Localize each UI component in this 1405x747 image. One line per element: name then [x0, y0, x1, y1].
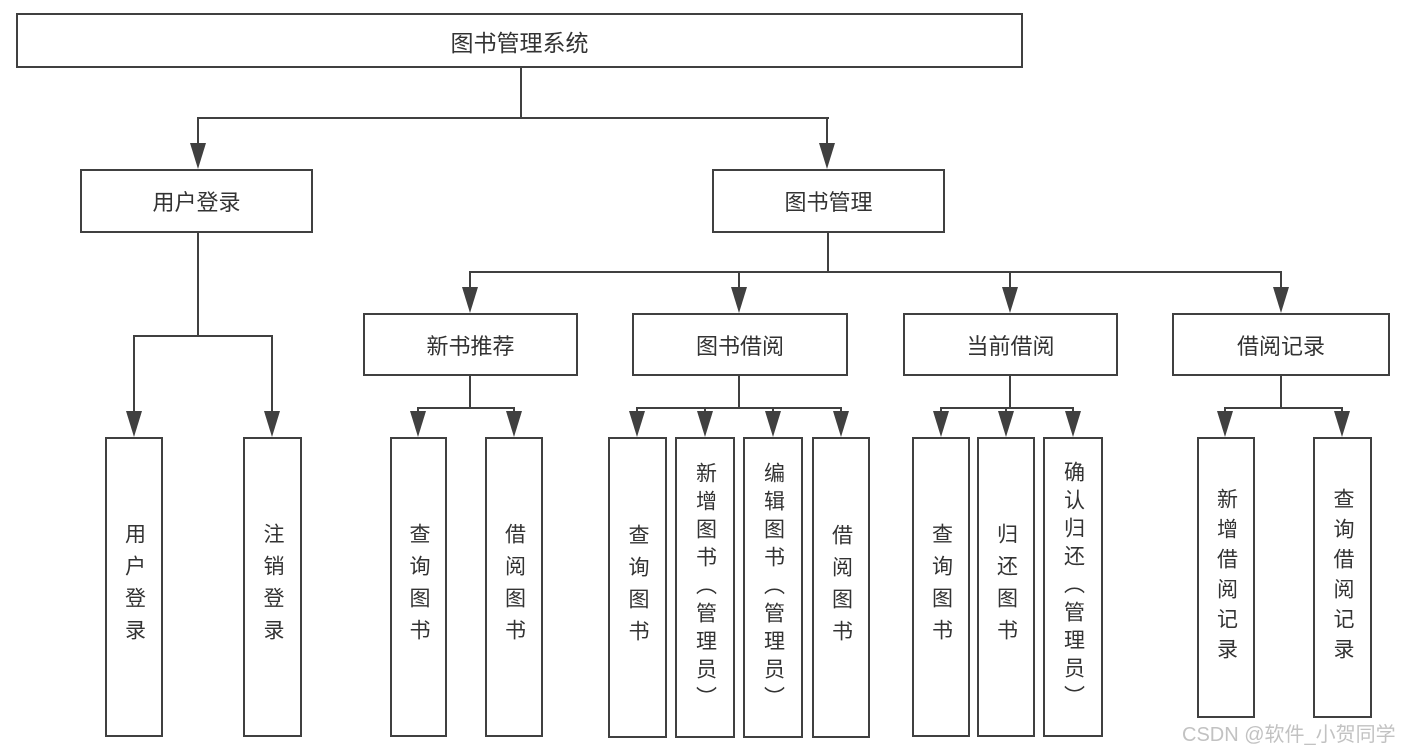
- node-label: 借阅图书: [829, 523, 853, 652]
- node-label: 用户登录: [152, 190, 241, 215]
- node-label: 用户登录: [122, 523, 146, 651]
- arrowhead: [1065, 411, 1081, 437]
- node-return-books: 归还图书: [977, 437, 1035, 737]
- node-library-management-system: 图书管理系统: [16, 13, 1023, 68]
- connector: [469, 271, 1282, 273]
- node-label: 确认归还（管理员）: [1061, 461, 1085, 713]
- node-label: 查询图书: [929, 523, 953, 651]
- node-label: 新书推荐: [426, 333, 515, 359]
- node-user-login-group: 用户登录: [80, 169, 313, 233]
- arrowhead: [1273, 287, 1289, 313]
- connector: [1009, 376, 1011, 409]
- arrowhead: [629, 411, 645, 437]
- connector: [738, 376, 740, 409]
- node-add-books-admin: 新增图书（管理员）: [675, 437, 735, 738]
- connector: [826, 117, 828, 145]
- connector: [1280, 376, 1282, 409]
- arrowhead: [126, 411, 142, 437]
- node-label: 新增图书（管理员）: [693, 461, 717, 714]
- node-label: 查询图书: [626, 523, 649, 652]
- node-label: 查询借阅记录: [1331, 487, 1354, 668]
- arrowhead: [264, 411, 280, 437]
- node-borrow-books: 借阅图书: [812, 437, 870, 738]
- connector: [520, 68, 522, 118]
- node-book-borrow: 图书借阅: [632, 313, 848, 376]
- arrowhead: [731, 287, 747, 313]
- node-current-borrow: 当前借阅: [903, 313, 1118, 376]
- arrowhead: [833, 411, 849, 437]
- node-label: 图书管理系统: [450, 29, 589, 56]
- node-confirm-return-admin: 确认归还（管理员）: [1043, 437, 1103, 737]
- node-label: 查询图书: [407, 523, 430, 651]
- arrowhead: [697, 411, 713, 437]
- node-query-borrow-record: 查询借阅记录: [1313, 437, 1372, 718]
- connector: [1224, 407, 1343, 409]
- connector: [197, 233, 199, 336]
- connector: [271, 335, 273, 413]
- node-add-borrow-record: 新增借阅记录: [1197, 437, 1255, 718]
- arrowhead: [506, 411, 522, 437]
- arrowhead: [190, 143, 206, 169]
- arrowhead: [462, 287, 478, 313]
- watermark: CSDN @软件_小贺同学: [1182, 724, 1396, 746]
- arrowhead: [998, 411, 1014, 437]
- connector: [197, 117, 829, 119]
- connector: [417, 407, 515, 409]
- node-user-login: 用户登录: [105, 437, 163, 737]
- node-logout: 注销登录: [243, 437, 302, 737]
- node-borrow-record: 借阅记录: [1172, 313, 1390, 376]
- node-label: 图书管理: [784, 190, 873, 215]
- node-label: 注销登录: [261, 523, 284, 651]
- node-query-books-recommend: 查询图书: [390, 437, 447, 737]
- node-query-books-borrow: 查询图书: [608, 437, 667, 738]
- node-label: 归还图书: [994, 523, 1018, 651]
- connector: [469, 376, 471, 409]
- node-label: 借阅图书: [502, 523, 526, 651]
- node-label: 当前借阅: [966, 333, 1055, 359]
- node-book-management: 图书管理: [712, 169, 945, 233]
- connector: [827, 233, 829, 272]
- node-edit-books-admin: 编辑图书（管理员）: [743, 437, 803, 738]
- arrowhead: [765, 411, 781, 437]
- connector: [940, 407, 1074, 409]
- connector: [197, 117, 199, 145]
- arrowhead: [1334, 411, 1350, 437]
- connector: [133, 335, 273, 337]
- connector: [133, 335, 135, 413]
- connector: [469, 271, 471, 287]
- node-new-book-recommend: 新书推荐: [363, 313, 578, 376]
- node-label: 新增借阅记录: [1214, 487, 1238, 668]
- node-label: 编辑图书（管理员）: [761, 461, 785, 714]
- connector: [1009, 271, 1011, 287]
- node-borrow-books-recommend: 借阅图书: [485, 437, 543, 737]
- node-label: 图书借阅: [695, 333, 784, 359]
- node-query-books-current: 查询图书: [912, 437, 970, 737]
- arrowhead: [1217, 411, 1233, 437]
- arrowhead: [410, 411, 426, 437]
- arrowhead: [933, 411, 949, 437]
- arrowhead: [819, 143, 835, 169]
- connector: [1280, 271, 1282, 287]
- arrowhead: [1002, 287, 1018, 313]
- connector: [636, 407, 842, 409]
- node-label: 借阅记录: [1236, 333, 1325, 359]
- connector: [738, 271, 740, 287]
